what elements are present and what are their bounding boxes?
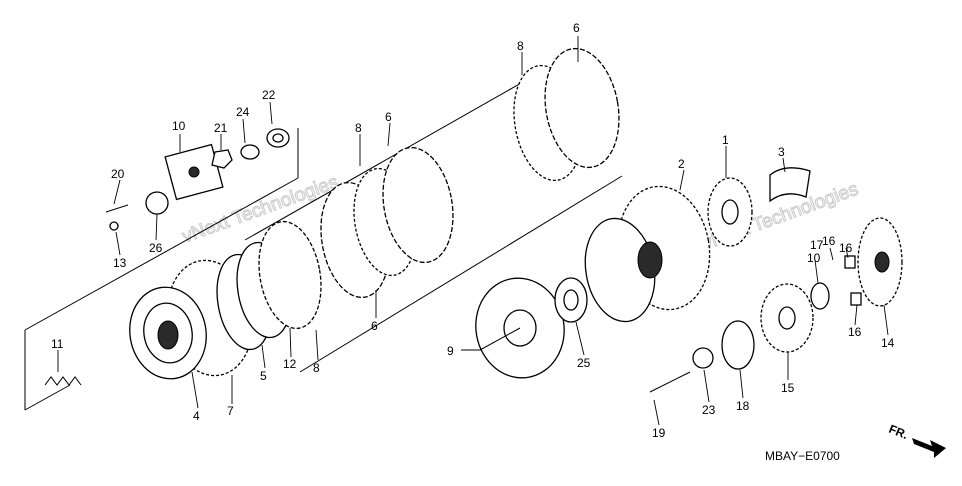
callout-6-mid: 6 (385, 110, 392, 124)
callout-20: 20 (111, 167, 125, 181)
callout-12: 12 (283, 357, 297, 371)
callout-1: 1 (722, 133, 729, 147)
callout-8-top: 8 (517, 39, 524, 53)
callout-16-top: 16 (839, 241, 853, 255)
lifter-parts (105, 128, 290, 231)
pressure-plate-part (475, 277, 565, 379)
callout-21: 21 (214, 121, 228, 135)
callout-23: 23 (702, 403, 716, 417)
clutch-center-part (584, 185, 711, 323)
callout-5: 5 (260, 369, 267, 383)
callout-18: 18 (736, 399, 750, 413)
clutch-discs-left (216, 146, 454, 351)
leader-lines (57, 36, 889, 426)
callout-10-right: 10 (807, 251, 821, 265)
callout-7: 7 (227, 404, 234, 418)
callout-24: 24 (236, 105, 250, 119)
section-outline (24, 77, 623, 411)
callout-9: 9 (447, 344, 454, 358)
callout-10-left: 10 (172, 119, 186, 133)
callout-14: 14 (881, 336, 895, 350)
callout-labels: 1 2 3 4 5 6 6 6 7 8 8 8 9 10 10 11 12 13… (51, 21, 895, 440)
callout-22: 22 (262, 88, 276, 102)
callout-15: 15 (781, 381, 795, 395)
callout-6-top: 6 (573, 21, 580, 35)
clutch-discs-right (513, 47, 620, 182)
callout-26: 26 (149, 241, 163, 255)
callout-3: 3 (778, 145, 785, 159)
washer-part (554, 277, 588, 323)
callout-2: 2 (678, 157, 685, 171)
callout-8-mid: 8 (355, 121, 362, 135)
front-direction-arrow: FR. (887, 422, 946, 458)
callout-13: 13 (113, 256, 127, 270)
callout-4: 4 (193, 409, 200, 423)
callout-8-low: 8 (313, 361, 320, 375)
callout-19: 19 (652, 426, 666, 440)
diagram-code: MBAY−E0700 (765, 449, 840, 463)
callout-17: 17 (810, 238, 824, 252)
callout-11: 11 (51, 337, 64, 351)
callout-16-mid: 16 (822, 234, 836, 248)
clutch-springs (44, 376, 82, 386)
callout-25: 25 (577, 356, 591, 370)
callout-16-low: 16 (848, 325, 862, 339)
callout-6-low: 6 (371, 319, 378, 333)
gears-part (649, 167, 903, 393)
svg-text:FR.: FR. (887, 422, 910, 442)
